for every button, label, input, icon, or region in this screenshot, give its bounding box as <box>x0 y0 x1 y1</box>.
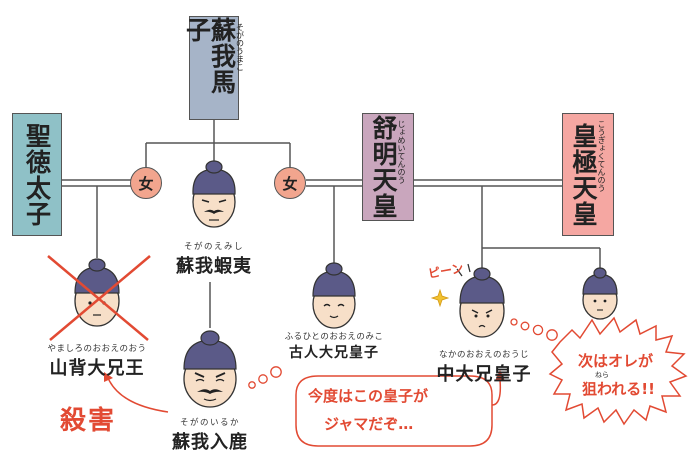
wife-circle-right: 女 <box>274 167 306 199</box>
target-arrowhead <box>495 370 505 381</box>
emishi-ruby: そがのえみし <box>183 242 244 252</box>
nakano-name: 中大兄皇子 <box>436 364 532 385</box>
kogyoku-box: 皇極天皇 こうぎょくてんのう <box>562 113 614 236</box>
iruka-label: そがのいるか 蘇我入鹿 <box>148 416 272 454</box>
wife-circle-left: 女 <box>130 167 162 199</box>
nakano-speech-ruby: ねら <box>595 371 609 379</box>
soga-umako-box: 蘇我馬子 そがのうまこ <box>183 16 245 120</box>
nakano-face <box>459 267 505 338</box>
nakano-label: なかのおおえのおうじ 中大兄皇子 <box>420 348 548 386</box>
soga-umako-ruby: そがのうまこ <box>235 23 245 71</box>
murder-label: 殺害 <box>60 406 117 436</box>
younger-son-face <box>582 267 618 320</box>
furuhito-name: 古人大兄皇子 <box>289 345 379 361</box>
emishi-label: そがのえみし 蘇我蝦夷 <box>152 240 276 278</box>
jomei-name: 舒明天皇 <box>369 115 398 219</box>
nakano-ruby: なかのおおえのおうじ <box>438 350 529 360</box>
emishi-face <box>192 160 236 228</box>
iruka-speech-line1: 今度はこの皇子が <box>308 387 429 405</box>
iruka-speech-line2: ジャマだぞ… <box>324 415 414 433</box>
soga-umako-name: 蘇我馬子 <box>182 17 237 95</box>
furuhito-face <box>312 262 356 329</box>
nakano-thought-dots <box>510 318 558 341</box>
yamashiro-face <box>74 258 120 327</box>
emishi-name: 蘇我蝦夷 <box>176 256 252 277</box>
kogyoku-ruby: こうぎょくてんのう <box>597 120 606 192</box>
wife-right-label: 女 <box>282 174 298 193</box>
flash-lines <box>456 263 471 277</box>
nakano-speech-bubble <box>548 316 688 426</box>
nakano-speech-line1: 次はオレが <box>578 352 654 370</box>
wife-left-label: 女 <box>138 174 154 193</box>
target-arrow <box>491 379 502 406</box>
yamashiro-ruby: やましろのおおえのおう <box>47 344 147 354</box>
nakano-speech-line2: 狙われる!! <box>582 380 655 398</box>
iruka-face <box>183 330 237 408</box>
shotoku-name: 聖徳太子 <box>22 122 52 227</box>
yamashiro-cross-mark <box>47 255 151 341</box>
iruka-name: 蘇我入鹿 <box>172 432 248 453</box>
murder-arrow <box>107 377 169 413</box>
yamashiro-label: やましろのおおえのおう 山背大兄王 <box>30 342 164 380</box>
furuhito-label: ふるひとのおおえのみこ 古人大兄皇子 <box>270 330 398 362</box>
kogyoku-name: 皇極天皇 <box>569 122 598 227</box>
furuhito-ruby: ふるひとのおおえのみこ <box>284 332 384 342</box>
iruka-thought-dots <box>248 366 282 389</box>
jomei-box: 舒明天皇 じょめいてんのう <box>362 113 414 221</box>
yamashiro-name: 山背大兄王 <box>49 358 145 379</box>
iruka-speech-bubble <box>295 375 493 447</box>
iruka-ruby: そがのいるか <box>179 418 240 428</box>
sparkle-icon <box>430 288 450 308</box>
jomei-ruby: じょめいてんのう <box>397 120 406 184</box>
shotoku-box: 聖徳太子 <box>12 113 62 236</box>
murder-arrowhead <box>104 372 113 382</box>
